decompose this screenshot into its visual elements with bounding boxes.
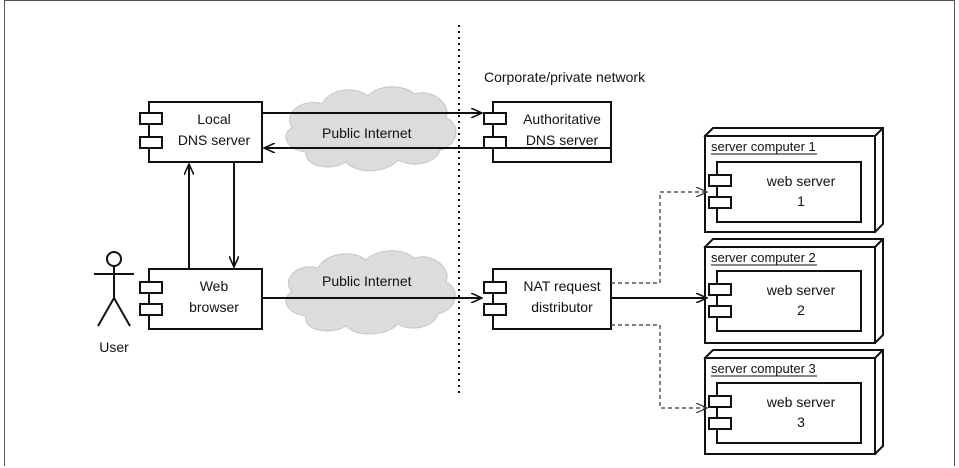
user-label: User bbox=[99, 339, 129, 355]
local-dns-label-2: DNS server bbox=[178, 132, 251, 148]
internet-cloud-bottom: Public Internet bbox=[285, 250, 456, 335]
web-server-label-3b: 3 bbox=[797, 414, 805, 430]
cloud-label-top: Public Internet bbox=[322, 125, 412, 141]
nat-label-2: distributor bbox=[531, 299, 593, 315]
browser-label-1: Web bbox=[200, 278, 229, 294]
figure-frame bbox=[4, 0, 955, 466]
web-server-label-1b: 1 bbox=[797, 193, 805, 209]
auth-dns-label-1: Authoritative bbox=[523, 111, 601, 127]
cloud-label-bottom: Public Internet bbox=[322, 273, 412, 289]
user-actor bbox=[94, 251, 134, 327]
server-node-title-3: server computer 3 bbox=[711, 361, 816, 376]
web-server-label-2b: 2 bbox=[797, 302, 805, 318]
internet-cloud-top: Public Internet bbox=[285, 86, 457, 172]
web-server-label-3a: web server bbox=[766, 394, 836, 410]
web-server-label-2a: web server bbox=[766, 282, 836, 298]
nat-distributor-component: NAT request distributor bbox=[483, 268, 612, 330]
arrow-nat-to-server-1 bbox=[611, 192, 707, 284]
web-browser-component: Web browser bbox=[139, 268, 263, 330]
arrow-nat-to-server-3 bbox=[611, 324, 707, 408]
local-dns-component: Local DNS server bbox=[139, 101, 263, 163]
local-dns-label-1: Local bbox=[197, 111, 230, 127]
web-server-label-1a: web server bbox=[766, 173, 836, 189]
network-label: Corporate/private network bbox=[484, 69, 646, 85]
browser-label-2: browser bbox=[189, 299, 239, 315]
server-node-title-2: server computer 2 bbox=[711, 250, 816, 265]
server-node-3: server computer 3 web server 3 bbox=[703, 349, 884, 456]
authoritative-dns-component: Authoritative DNS server bbox=[483, 101, 612, 163]
nat-label-1: NAT request bbox=[523, 278, 600, 294]
auth-dns-label-2: DNS server bbox=[526, 132, 599, 148]
server-node-title-1: server computer 1 bbox=[711, 139, 816, 154]
server-node-1: server computer 1 web server 1 bbox=[703, 127, 884, 234]
server-node-2: server computer 2 web server 2 bbox=[703, 238, 884, 345]
